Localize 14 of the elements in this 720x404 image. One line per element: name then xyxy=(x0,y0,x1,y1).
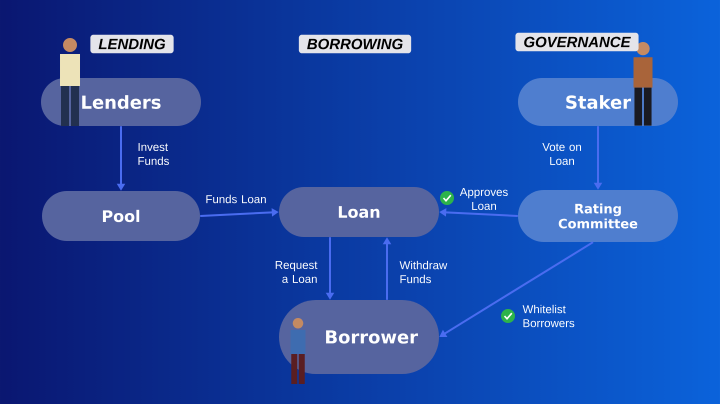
process-box: Rating Committee xyxy=(518,190,678,242)
edge-label: Withdraw Funds xyxy=(400,260,448,284)
section-tag: LENDING xyxy=(90,34,174,54)
edge-label: Invest Funds xyxy=(138,143,169,165)
edge-label: Whitelist Borrowers xyxy=(522,304,574,328)
process-box: Borrower xyxy=(279,300,439,374)
edge-label: Request a Loan xyxy=(276,261,318,283)
section-tag: GOVERNANCE xyxy=(515,32,639,52)
section-tag: BORROWING xyxy=(298,34,412,54)
process-box: Pool xyxy=(42,191,200,241)
process-box: Loan xyxy=(279,187,439,237)
edge-label: Funds Loan xyxy=(206,194,266,204)
edge-label: Approves Loan xyxy=(460,188,508,210)
edge-label: Vote on Loan xyxy=(542,143,581,165)
